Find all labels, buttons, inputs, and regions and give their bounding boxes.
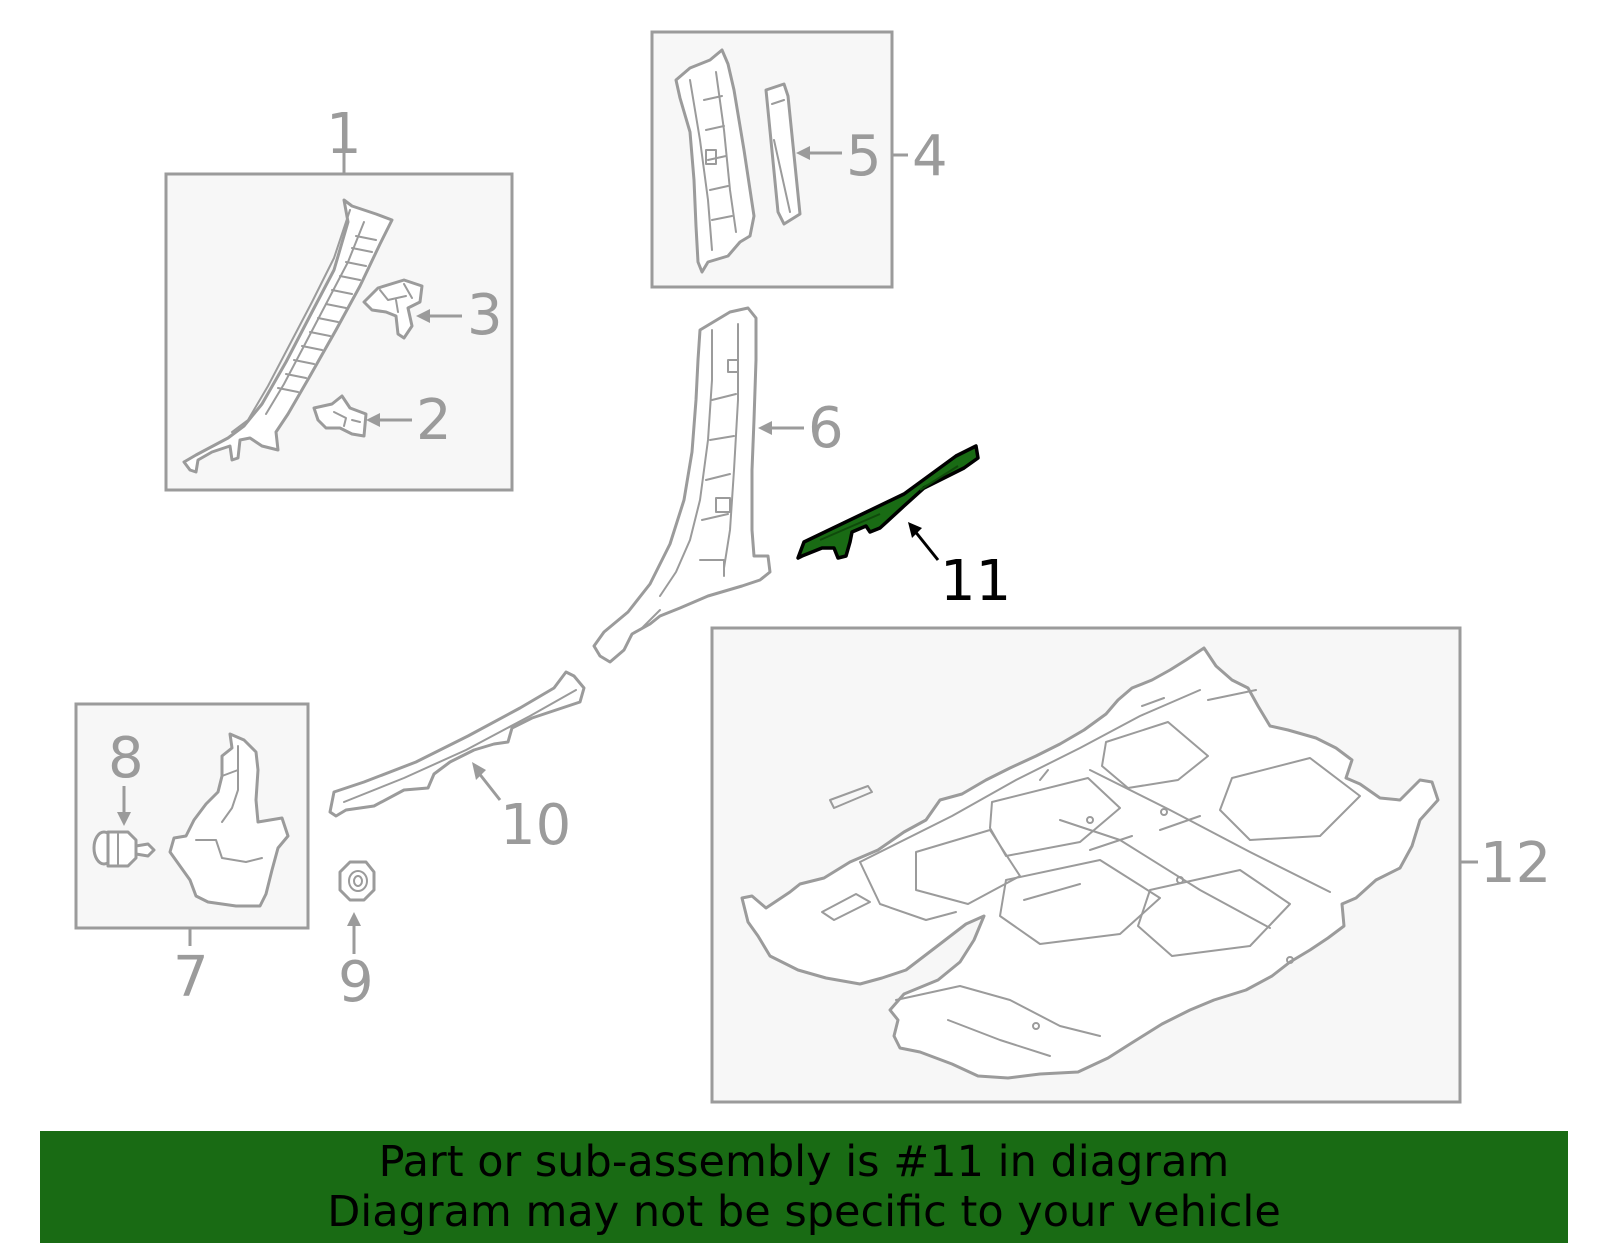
callout-4[interactable]: 4 <box>912 124 948 189</box>
banner-line-2: Diagram may not be specific to your vehi… <box>327 1187 1281 1237</box>
part-2-bracket[interactable] <box>312 394 368 438</box>
part-5-strip[interactable] <box>764 82 802 226</box>
part-7-trim-panel[interactable] <box>168 732 290 908</box>
callout-1[interactable]: 1 <box>326 102 362 167</box>
part-10-scuff-plate[interactable] <box>328 670 586 818</box>
part-1-pillar-trim[interactable] <box>182 198 394 474</box>
callout-8[interactable]: 8 <box>108 726 144 791</box>
part-3-clip[interactable] <box>362 278 424 340</box>
group-box-7 <box>74 702 310 930</box>
part-6-pillar-trim[interactable] <box>592 306 772 664</box>
part-8-push-clip[interactable] <box>92 830 156 868</box>
part-12-floor-carpet[interactable] <box>740 646 1440 1080</box>
callout-6[interactable]: 6 <box>808 396 844 461</box>
part-11-scuff-plate[interactable] <box>796 444 980 560</box>
callout-3[interactable]: 3 <box>467 283 503 348</box>
callout-5[interactable]: 5 <box>846 124 882 189</box>
part-9-nut[interactable] <box>338 860 376 902</box>
banner-line-1: Part or sub-assembly is #11 in diagram <box>378 1137 1230 1187</box>
callout-9[interactable]: 9 <box>338 950 374 1015</box>
part-4-upper-trim[interactable] <box>674 48 756 274</box>
callout-7[interactable]: 7 <box>173 945 209 1010</box>
callout-12[interactable]: 12 <box>1480 831 1551 896</box>
callout-2[interactable]: 2 <box>416 388 452 453</box>
callout-11[interactable]: 11 <box>940 549 1011 614</box>
info-banner: Part or sub-assembly is #11 in diagram D… <box>40 1131 1568 1243</box>
callout-10[interactable]: 10 <box>500 793 571 858</box>
group-box-1 <box>164 172 514 492</box>
